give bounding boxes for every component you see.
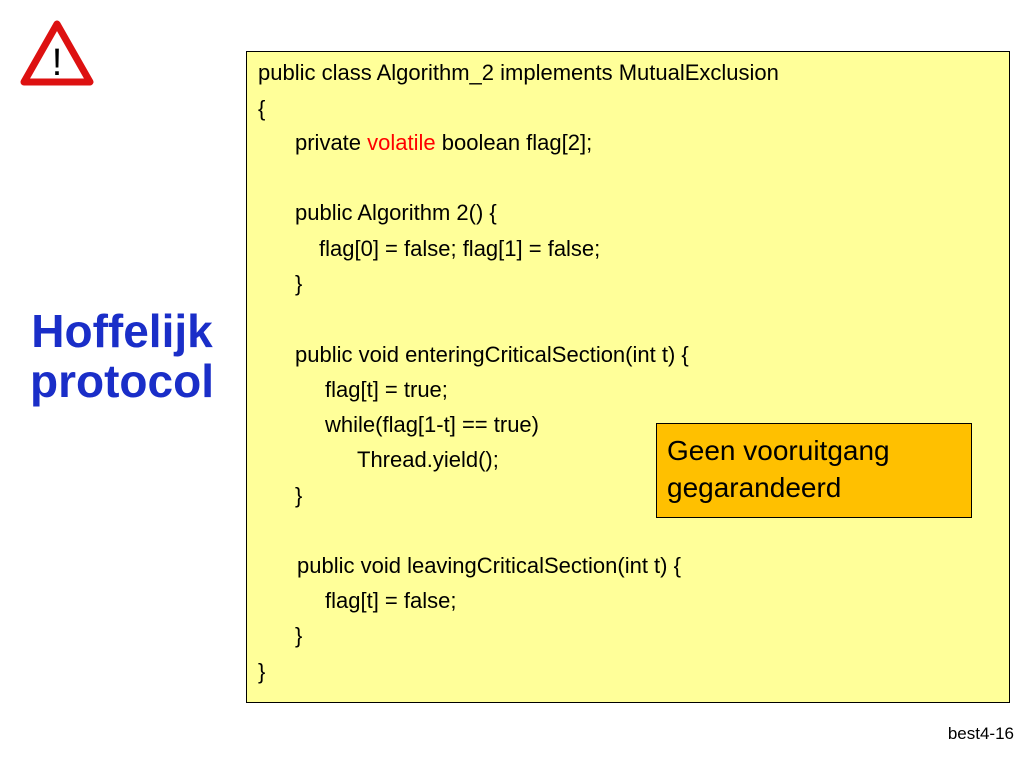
code-line-open-brace: { (258, 96, 266, 121)
code-line-set-flag-false: flag[t] = false; (325, 588, 457, 613)
volatile-keyword: volatile (367, 130, 436, 155)
code-text: private (295, 130, 368, 155)
slide-title: Hoffelijk protocol (6, 306, 238, 406)
code-line-close-brace: } (295, 271, 303, 296)
code-line-close-class: } (258, 659, 266, 684)
code-line-close-brace: } (295, 483, 303, 508)
code-line-constructor-body: flag[0] = false; flag[1] = false; (319, 236, 601, 261)
code-line-thread-yield: Thread.yield(); (357, 447, 499, 472)
code-text: boolean flag[2]; (435, 130, 593, 155)
code-line-set-flag-true: flag[t] = true; (325, 377, 448, 402)
code-line-leaving-method: public void leavingCriticalSection(int t… (297, 553, 681, 578)
code-line-constructor: public Algorithm 2() { (295, 200, 497, 225)
slide-title-line-2: protocol (30, 355, 214, 407)
code-line-entering-method: public void enteringCriticalSection(int … (295, 342, 689, 367)
warning-triangle-icon: ! (20, 20, 94, 86)
code-line-class-declaration: public class Algorithm_2 implements Mutu… (258, 60, 779, 85)
code-line-close-brace: } (295, 623, 303, 648)
callout-line-2: gegarandeerd (667, 472, 842, 503)
svg-text:!: ! (52, 42, 63, 84)
callout-no-progress: Geen vooruitgang gegarandeerd (656, 423, 972, 518)
slide-title-line-1: Hoffelijk (31, 305, 213, 357)
slide-number: best4-16 (947, 724, 1014, 743)
callout-line-1: Geen vooruitgang (667, 435, 890, 466)
code-line-while-loop: while(flag[1-t] == true) (325, 412, 539, 437)
code-line-field-declaration: private volatile boolean flag[2]; (295, 130, 592, 156)
code-listing: public class Algorithm_2 implements Mutu… (246, 51, 1010, 703)
